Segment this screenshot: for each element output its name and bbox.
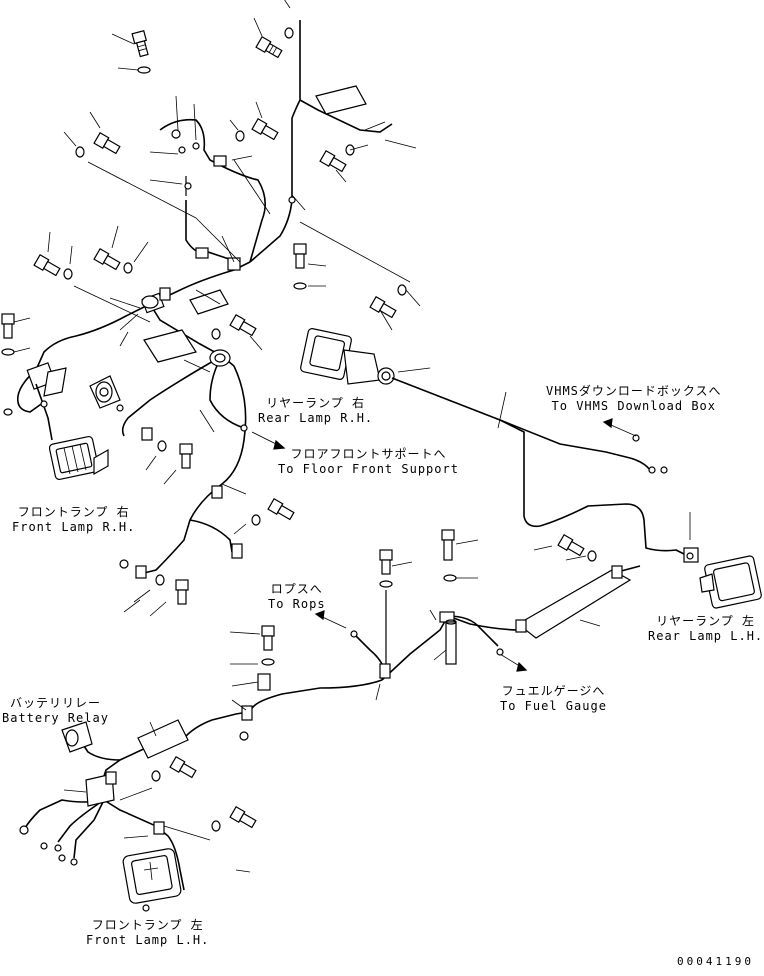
label-rear-lamp-lh: リヤーランプ 左 Rear Lamp L.H. (648, 614, 764, 643)
label-vhms-download-box: VHMSダウンロードボックスへ To VHMS Download Box (546, 384, 722, 413)
label-rear-lamp-rh: リヤーランプ 右 Rear Lamp R.H. (258, 396, 374, 425)
top-harness-group (249, 0, 417, 263)
label-front-lamp-lh: フロントランプ 左 Front Lamp L.H. (86, 918, 210, 947)
label-fuel-gauge: フュエルゲージへ To Fuel Gauge (500, 684, 607, 713)
document-number: 00041190 (677, 955, 754, 968)
rear-lamp-rh-icon (300, 328, 431, 385)
front-lamp-rh-icon (16, 362, 109, 481)
label-battery-relay: バッテリリレー Battery Relay (2, 696, 109, 725)
rear-clamp-top (315, 85, 367, 115)
label-floor-front-support: フロアフロントサポートへ To Floor Front Support (278, 447, 459, 476)
clamp-plate-2 (189, 289, 229, 315)
arrows (251, 418, 637, 672)
connector-floor (89, 375, 124, 412)
washer (284, 27, 294, 39)
upper-left-harness (35, 95, 411, 613)
bolt-set (1, 17, 597, 832)
long-harness (391, 377, 762, 609)
label-front-lamp-rh: フロントランプ 右 Front Lamp R.H. (12, 505, 136, 534)
battery-relay-group (19, 673, 271, 912)
label-rops: ロプスへ To Rops (268, 582, 326, 611)
spacer-tube (445, 621, 457, 665)
lower-harness (247, 565, 641, 713)
clamp-plate (143, 329, 197, 363)
clamp-plate-long (516, 569, 632, 639)
